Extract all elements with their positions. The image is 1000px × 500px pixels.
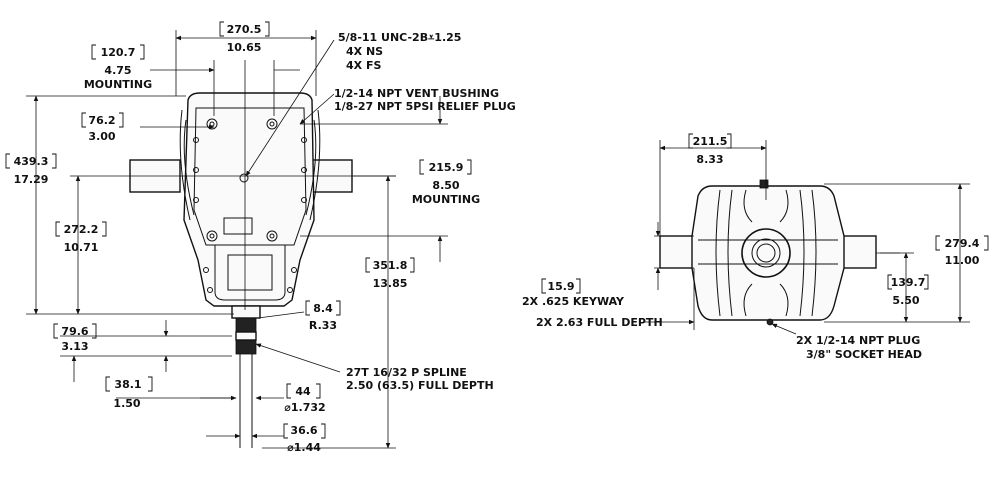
side-housing: [691, 185, 845, 321]
dim-44-mm: 44: [295, 385, 311, 398]
dim-211-mm: 211.5: [693, 135, 728, 148]
note-plug-line-1: 2X 1/2-14 NPT PLUG: [796, 334, 920, 347]
dim-215: 215.9 8.50 MOUNTING: [300, 96, 480, 262]
dim-36: 36.6 ⌀1.44: [206, 423, 326, 454]
dim-439: 439.3 17.29: [5, 95, 234, 315]
dim-36-inch: ⌀1.44: [287, 441, 321, 454]
output-spline: [235, 317, 257, 355]
dim-79: 79.6 3.13: [53, 320, 232, 382]
dim-8-4: 8.4 R.33: [257, 300, 341, 332]
dim-120-label: MOUNTING: [84, 78, 152, 91]
center-lines: [70, 60, 396, 310]
dim-38-inch: 1.50: [113, 397, 140, 410]
note-vent: 1/2-14 NPT VENT BUSHING 1/8-27 NPT 5PSI …: [334, 87, 516, 113]
dim-272-inch: 10.71: [64, 241, 99, 254]
note-vent-line-2: 1/8-27 NPT 5PSI RELIEF PLUG: [334, 100, 516, 113]
dim-76-mm: 76.2: [88, 114, 115, 127]
note-spline-line-2: 2.50 (63.5) FULL DEPTH: [346, 379, 494, 392]
dim-44-inch: ⌀1.732: [284, 401, 325, 414]
note-thread-line-3: 4X FS: [346, 59, 381, 72]
dim-215-inch: 8.50: [432, 179, 459, 192]
dim-44: 44 ⌀1.732: [200, 383, 326, 414]
dim-8-4-mm: 8.4: [313, 302, 333, 315]
note-spline-line-1: 27T 16/32 P SPLINE: [346, 366, 467, 379]
dim-76-inch: 3.00: [88, 130, 115, 143]
dim-79-inch: 3.13: [61, 340, 88, 353]
leaders-front: [245, 39, 341, 373]
gearbox-housing: [183, 92, 315, 307]
dim-79-mm: 79.6: [61, 325, 88, 338]
dim-351-mm: 351.8: [373, 259, 408, 272]
dim-270-mm: 270.5: [227, 23, 262, 36]
side-output-hub-outer: [741, 228, 791, 278]
dim-keyway: 15.9 2X .625 KEYWAY: [522, 222, 694, 308]
dim-215-mm: 215.9: [429, 161, 464, 174]
dim-139: 139.7 5.50: [876, 252, 929, 323]
dim-38: 38.1 1.50: [105, 376, 236, 410]
dim-351-inch: 13.85: [373, 277, 408, 290]
nameplate: [223, 217, 253, 235]
dim-279-mm: 279.4: [945, 237, 980, 250]
dim-120: 120.7 4.75 MOUNTING: [84, 44, 300, 116]
output-shaft-collar: [231, 305, 261, 319]
dim-8-4-inch: R.33: [309, 319, 337, 332]
note-spline: 27T 16/32 P SPLINE 2.50 (63.5) FULL DEPT…: [346, 366, 494, 392]
dim-120-mm: 120.7: [101, 46, 136, 59]
note-full-depth: 2X 2.63 FULL DEPTH: [536, 316, 663, 329]
front-view: [129, 92, 353, 448]
dim-215-label: MOUNTING: [412, 193, 480, 206]
dim-270-inch: 10.65: [227, 41, 262, 54]
dim-full-depth: 2X 2.63 FULL DEPTH: [536, 268, 695, 330]
note-plug: 2X 1/2-14 NPT PLUG 3/8" SOCKET HEAD: [771, 323, 922, 361]
dim-279: 279.4 11.00: [824, 183, 989, 323]
dim-279-inch: 11.00: [945, 254, 980, 267]
note-vent-line-1: 1/2-14 NPT VENT BUSHING: [334, 87, 499, 100]
dim-139-inch: 5.50: [892, 294, 919, 307]
dim-272: 272.2 10.71: [55, 175, 107, 315]
dim-272-mm: 272.2: [64, 223, 99, 236]
dim-36-mm: 36.6: [290, 424, 317, 437]
dim-139-mm: 139.7: [891, 276, 926, 289]
dim-439-inch: 17.29: [14, 173, 49, 186]
dim-211-inch: 8.33: [696, 153, 723, 166]
dim-76: 76.2 3.00: [81, 112, 215, 143]
dim-351: 351.8 13.85: [262, 175, 415, 449]
dim-211: 211.5 8.33: [659, 133, 767, 252]
note-thread-line-2: 4X NS: [346, 45, 383, 58]
dim-270: 270.5 10.65: [175, 21, 317, 96]
side-view: [659, 179, 877, 326]
note-keyway: 2X .625 KEYWAY: [522, 295, 625, 308]
note-plug-line-2: 3/8" SOCKET HEAD: [806, 348, 922, 361]
dim-keyway-mm: 15.9: [547, 280, 574, 293]
side-right-shaft: [839, 235, 877, 269]
note-thread-line-1: 5/8-11 UNC-2B⩡1.25: [338, 31, 461, 44]
dim-439-mm: 439.3: [14, 155, 49, 168]
note-thread: 5/8-11 UNC-2B⩡1.25 4X NS 4X FS: [338, 31, 461, 72]
dim-38-mm: 38.1: [114, 378, 141, 391]
dim-120-inch: 4.75: [104, 64, 131, 77]
side-left-shaft: [659, 235, 697, 269]
side-output-hub-inner: [751, 238, 781, 268]
